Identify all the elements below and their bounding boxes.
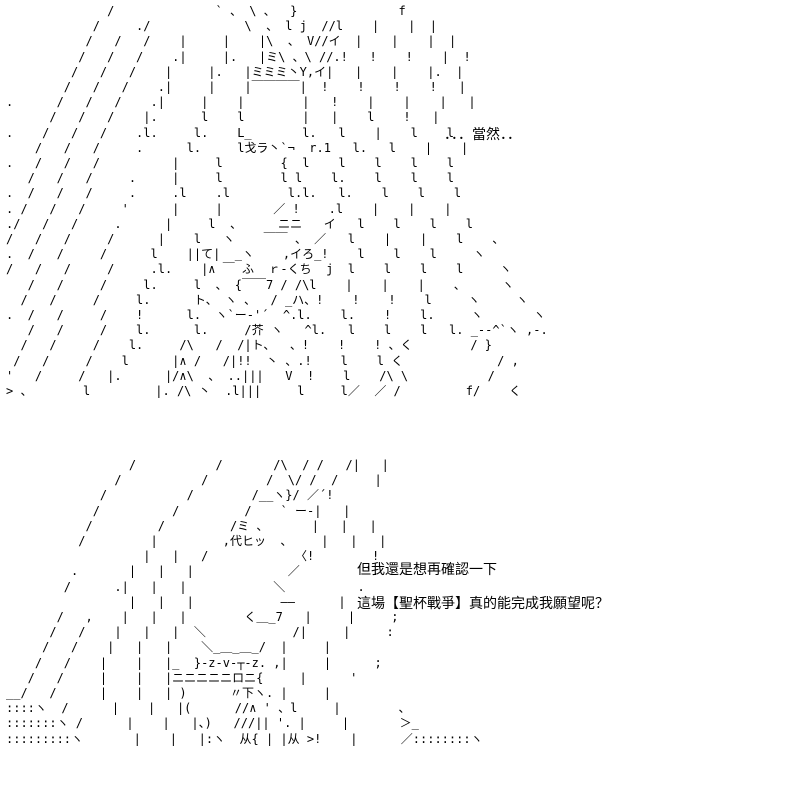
ascii-art-figure-bottom: / / /\ / / /| | / / / \/ / / | / / /__ヽ}… bbox=[6, 458, 483, 746]
caption-of-course: ．．．當然．． bbox=[444, 127, 521, 143]
ascii-art-figure-top: / ` 、 \ 、 } f / ./ \ 、 l j //l | | | / /… bbox=[6, 4, 548, 399]
caption-want-to-confirm: 但我還是想再確認一下 bbox=[357, 562, 497, 578]
caption-holy-grail-war-question: 這場【聖杯戰爭】真的能完成我願望呢？ bbox=[357, 596, 609, 612]
